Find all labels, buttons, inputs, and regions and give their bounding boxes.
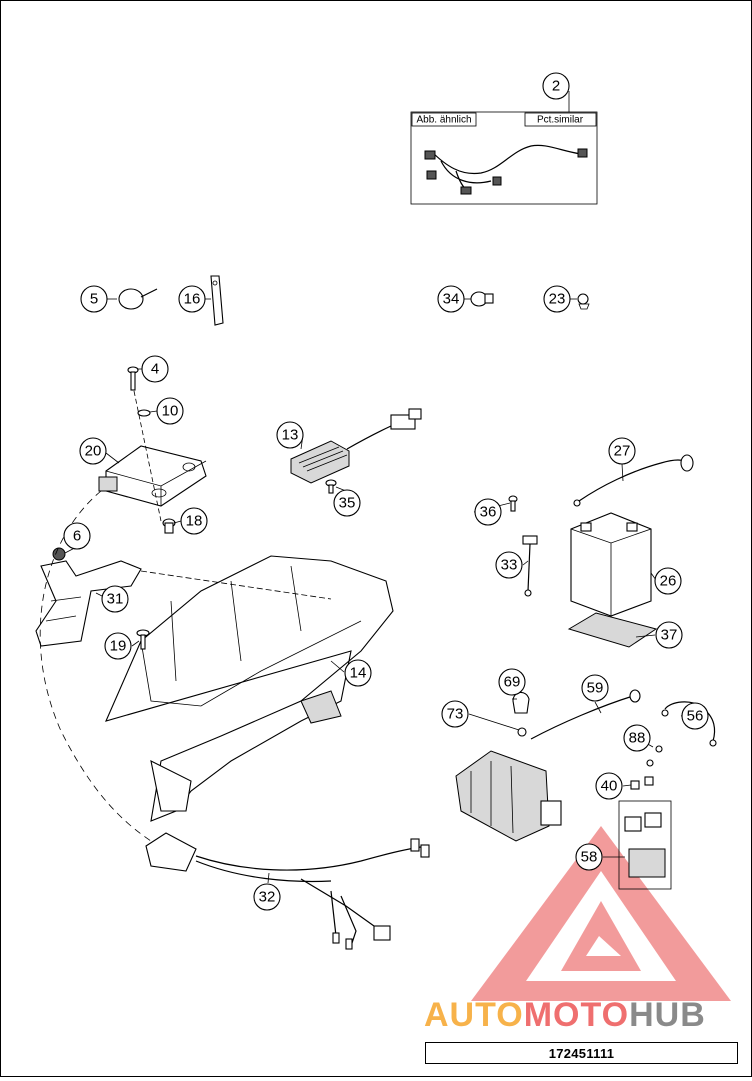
callout-88: 88 [623, 724, 651, 752]
svg-text:56: 56 [687, 708, 704, 725]
battery-cable-27-part [573, 454, 694, 507]
starter-motor-part [455, 750, 562, 842]
cable-59-part [530, 689, 641, 740]
callout-23: 23 [543, 285, 571, 313]
fuse-holder-33-part [522, 535, 538, 597]
callout-34: 34 [437, 285, 465, 313]
callout-32: 32 [253, 883, 281, 911]
callout-33: 33 [495, 551, 523, 579]
callout-36: 36 [474, 498, 502, 526]
callout-73: 73 [441, 700, 469, 728]
callout-18: 18 [180, 507, 208, 535]
svg-text:58: 58 [581, 849, 598, 866]
callout-6: 6 [63, 522, 91, 550]
svg-text:20: 20 [85, 443, 102, 460]
svg-text:AUTOMOTOHUB: AUTOMOTOHUB [424, 996, 706, 1034]
svg-text:34: 34 [443, 291, 460, 308]
screw-19-part [136, 629, 150, 650]
inset-harness-box: Abb. ähnlich Pct.similar [410, 91, 598, 205]
drawing-code: 172451111 [548, 1045, 615, 1061]
callout-56: 56 [681, 702, 709, 730]
svg-text:36: 36 [480, 504, 497, 521]
svg-text:27: 27 [614, 443, 631, 460]
wiring-harness-32-part [39, 490, 430, 950]
svg-text:73: 73 [447, 706, 464, 723]
callout-26: 26 [654, 567, 682, 595]
svg-text:35: 35 [339, 495, 356, 512]
starter-relay-58-part [618, 800, 672, 890]
callout-markers: 2 4 5 6 10 13 14 16 18 19 20 23 26 27 31… [63, 72, 709, 911]
svg-text:69: 69 [504, 674, 521, 691]
callout-10: 10 [156, 397, 184, 425]
svg-text:16: 16 [184, 291, 201, 308]
callout-2: 2 [542, 72, 570, 100]
screw-35-part [325, 479, 337, 494]
svg-text:4: 4 [151, 361, 159, 378]
svg-text:10: 10 [162, 403, 179, 420]
screws-88-part [646, 745, 663, 767]
svg-text:37: 37 [661, 627, 678, 644]
nut-73-part [517, 727, 527, 737]
battery-26-part [570, 512, 652, 617]
svg-text:18: 18 [186, 513, 203, 530]
svg-text:31: 31 [107, 591, 124, 608]
nut-6-part [52, 547, 66, 561]
svg-text:40: 40 [601, 778, 618, 795]
inset-label-left: Abb. ähnlich [416, 115, 471, 126]
rear-frame-14-part [105, 555, 394, 822]
callout-37: 37 [655, 621, 683, 649]
callout-27: 27 [608, 437, 636, 465]
callout-19: 19 [104, 632, 132, 660]
callout-40: 40 [595, 772, 623, 800]
callout-31: 31 [101, 585, 129, 613]
cable-tie-part [118, 288, 158, 310]
cover-69-part [512, 691, 530, 714]
svg-text:32: 32 [259, 889, 276, 906]
svg-text:23: 23 [549, 291, 566, 308]
screw-4-part [127, 366, 139, 391]
callout-59: 59 [581, 674, 609, 702]
callout-13: 13 [276, 421, 304, 449]
callout-5: 5 [80, 285, 108, 313]
svg-text:2: 2 [552, 78, 560, 95]
inset-label-right: Pct.similar [537, 115, 584, 126]
strap-37-part [567, 612, 658, 648]
drawing-code-box: 172451111 [425, 1042, 738, 1064]
bolt-36-part [508, 495, 518, 512]
svg-text:26: 26 [660, 573, 677, 590]
callout-69: 69 [498, 668, 526, 696]
svg-text:88: 88 [629, 730, 646, 747]
callout-16: 16 [178, 285, 206, 313]
svg-text:13: 13 [282, 427, 299, 444]
watermark-brand-text: AUTOMOTOHUB [424, 996, 706, 1034]
svg-text:6: 6 [73, 528, 81, 545]
watermark-triangle-logo [471, 826, 731, 1001]
regulator-13-part [290, 408, 422, 484]
svg-text:19: 19 [110, 638, 127, 655]
clip-23-part [577, 293, 590, 310]
fuses-40-part [630, 776, 654, 790]
callout-35: 35 [333, 489, 361, 517]
clamp-34-part [470, 291, 494, 307]
callout-20: 20 [79, 437, 107, 465]
callout-4: 4 [141, 355, 169, 383]
svg-text:33: 33 [501, 557, 518, 574]
bushing-18-part [162, 518, 176, 534]
ecu-unit-part [98, 445, 207, 507]
callout-58: 58 [575, 843, 603, 871]
washer-10-part [137, 409, 151, 417]
svg-text:14: 14 [350, 665, 367, 682]
holder-strap-part [210, 275, 224, 326]
svg-text:5: 5 [90, 291, 98, 308]
callout-14: 14 [344, 659, 372, 687]
svg-text:59: 59 [587, 680, 604, 697]
